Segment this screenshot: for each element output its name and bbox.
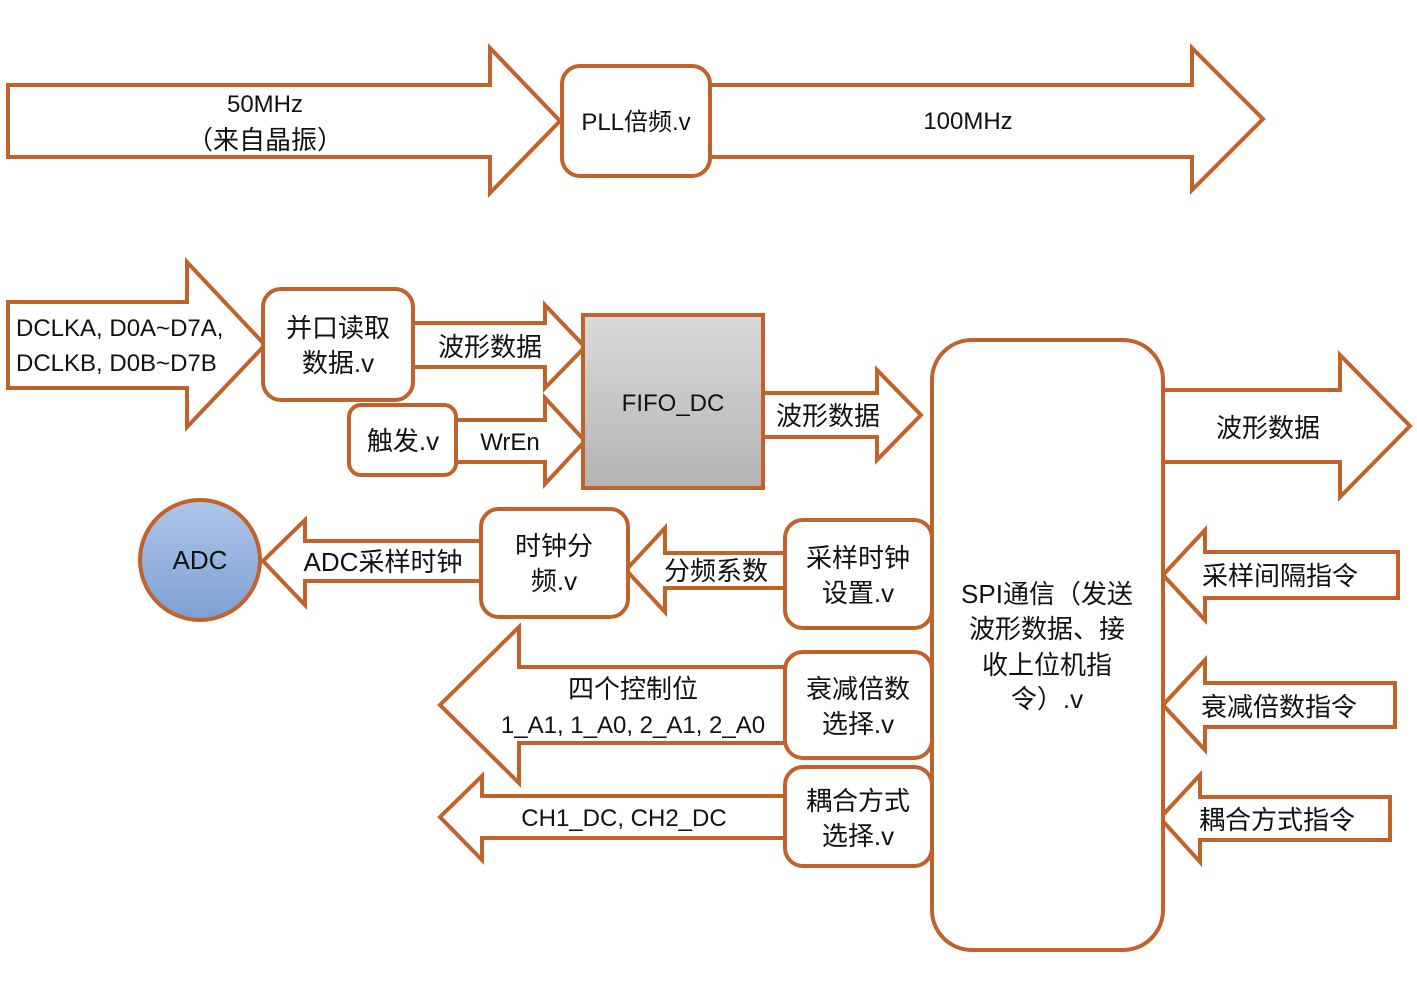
coupling-command-label: 耦合方式指令 [1199, 805, 1355, 835]
sample-clock-label-line1: 采样时钟 [806, 543, 910, 573]
trigger-block: 触发.v [347, 403, 458, 477]
attenuation-label-line1: 衰减倍数 [806, 674, 910, 704]
control-bits-arrow: 四个控制位 1_A1, 1_A0, 2_A1, 2_A0 [437, 622, 787, 788]
spi-label-line4: 令）.v [1011, 684, 1083, 714]
coupling-command-arrow: 耦合方式指令 [1157, 769, 1392, 868]
clock-input-frequency: 50MHz [227, 91, 303, 118]
parallel-read-label-line2: 数据.v [302, 348, 374, 378]
clock-divider-block: 时钟分 频.v [479, 507, 630, 619]
attenuation-label-line2: 选择.v [822, 709, 894, 739]
waveform-out-arrow: 波形数据 [1161, 350, 1413, 502]
wren-label: WrEn [480, 429, 540, 456]
adc-clock-arrow: ADC采样时钟 [260, 515, 483, 610]
clock-output-frequency: 100MHz [923, 108, 1012, 135]
data-input-label-line1: DCLKA, D0A~D7A, [16, 315, 223, 342]
fifo-block: FIFO_DC [581, 313, 765, 490]
spi-block: SPI通信（发送 波形数据、接 收上位机指 令）.v [930, 338, 1165, 952]
data-input-label-line2: DCLKB, D0B~D7B [16, 350, 217, 377]
attenuation-block: 衰减倍数 选择.v [783, 650, 934, 760]
spi-label-line2: 波形数据、接 [969, 614, 1125, 644]
spi-label-line3: 收上位机指 [982, 650, 1112, 680]
coupling-output-label: CH1_DC, CH2_DC [521, 805, 726, 832]
clock-divider-label-line1: 时钟分 [515, 531, 593, 561]
adc-node: ADC [138, 498, 262, 622]
parallel-read-label-line1: 并口读取 [286, 313, 390, 343]
clock-divider-label-line2: 频.v [531, 566, 577, 596]
coupling-output-arrow: CH1_DC, CH2_DC [437, 771, 787, 865]
clock-input-source: （来自晶振） [187, 125, 343, 155]
fifo-block-label: FIFO_DC [622, 390, 725, 417]
pll-block-label: PLL倍频.v [581, 109, 690, 136]
clock-input-arrow: 50MHz （来自晶振） [6, 43, 563, 198]
trigger-block-label: 触发.v [367, 426, 439, 456]
coupling-block: 耦合方式 选择.v [783, 765, 934, 868]
attenuation-command-arrow: 衰减倍数指令 [1160, 654, 1397, 756]
sample-clock-block: 采样时钟 设置.v [783, 518, 934, 630]
wren-arrow: WrEn [454, 392, 588, 490]
data-input-arrow: DCLKA, D0A~D7A, DCLKB, D0B~D7B [6, 256, 268, 433]
waveform-out-label: 波形数据 [1216, 413, 1320, 443]
control-bits-label-line2: 1_A1, 1_A0, 2_A1, 2_A0 [501, 712, 765, 739]
clock-output-arrow: 100MHz [708, 43, 1266, 195]
parallel-read-block: 并口读取 数据.v [261, 287, 415, 402]
divider-ratio-label: 分频系数 [664, 556, 768, 586]
coupling-label-line1: 耦合方式 [806, 786, 910, 816]
pll-block: PLL倍频.v [560, 64, 712, 178]
control-bits-label-line1: 四个控制位 [568, 674, 698, 704]
spi-label-line1: SPI通信（发送 [961, 579, 1133, 609]
adc-clock-label: ADC采样时钟 [304, 547, 463, 577]
waveform-to-fifo-label: 波形数据 [438, 332, 542, 362]
coupling-label-line2: 选择.v [822, 821, 894, 851]
attenuation-command-label: 衰减倍数指令 [1201, 692, 1357, 722]
sample-interval-command-arrow: 采样间隔指令 [1160, 524, 1400, 626]
waveform-to-spi-label: 波形数据 [776, 401, 880, 431]
adc-label: ADC [173, 545, 228, 575]
waveform-to-fifo-arrow: 波形数据 [411, 300, 588, 393]
divider-ratio-arrow: 分频系数 [623, 522, 787, 618]
waveform-to-spi-arrow: 波形数据 [761, 365, 924, 465]
sample-clock-label-line2: 设置.v [822, 578, 894, 608]
sample-interval-command-label: 采样间隔指令 [1202, 561, 1358, 591]
